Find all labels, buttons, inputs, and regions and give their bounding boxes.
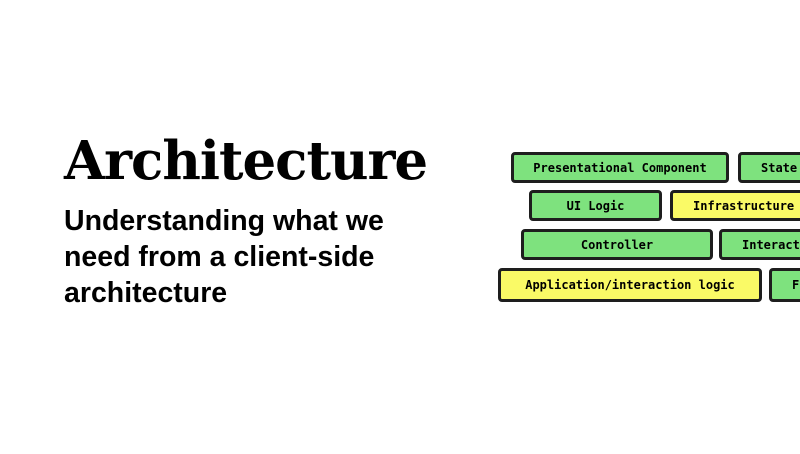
block-presentational-component: Presentational Component	[511, 152, 729, 183]
block-state: State	[738, 152, 800, 183]
block-interaction: Interact	[719, 229, 800, 260]
block-application-interaction-logic: Application/interaction logic	[498, 268, 762, 302]
block-ui-logic: UI Logic	[529, 190, 662, 221]
block-partial-f: F	[769, 268, 800, 302]
block-infrastructure: Infrastructure	[670, 190, 800, 221]
slide-subtitle: Understanding what we need from a client…	[64, 205, 384, 309]
slide-title: Architecture	[64, 130, 428, 192]
block-controller: Controller	[521, 229, 713, 260]
